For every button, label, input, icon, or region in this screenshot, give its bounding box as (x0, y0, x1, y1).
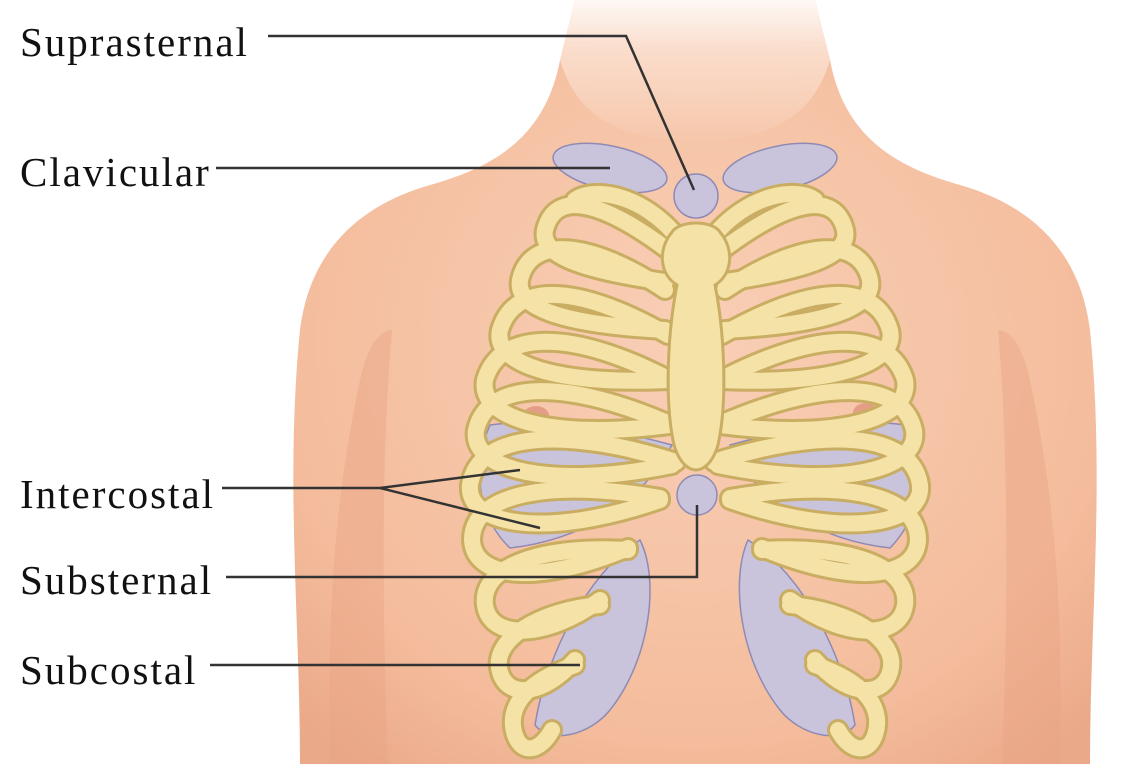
label-substernal: Substernal (20, 560, 213, 601)
label-clavicular: Clavicular (20, 152, 211, 193)
label-intercostal: Intercostal (20, 474, 215, 515)
sternum (662, 223, 729, 470)
suprasternal-region (674, 174, 718, 218)
label-subcostal: Subcostal (20, 650, 197, 691)
label-suprasternal: Suprasternal (20, 22, 249, 63)
